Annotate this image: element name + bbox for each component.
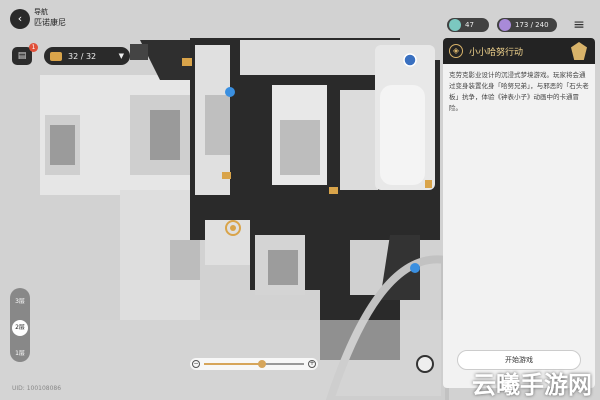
floor-selector: 3层 2层 1层 bbox=[10, 288, 30, 362]
stellar-jade-icon bbox=[449, 19, 461, 31]
quest-log-button[interactable]: ▤ bbox=[12, 47, 32, 65]
zoom-handle[interactable] bbox=[258, 360, 266, 368]
floor-3-button[interactable]: 3层 bbox=[15, 298, 25, 305]
start-game-button[interactable]: 开始游戏 bbox=[457, 350, 581, 370]
quest-description: 克劳克影业设计的沉浸式梦境游戏。玩家将会通过变身装置化身「哈努兄弟」，与邪恶的「… bbox=[449, 71, 589, 112]
resource-value: 173 / 240 bbox=[515, 21, 549, 29]
compass-icon[interactable] bbox=[416, 355, 434, 373]
zoom-out-icon[interactable]: − bbox=[192, 360, 200, 368]
user-id: UID: 100108086 bbox=[12, 385, 62, 392]
zoom-slider[interactable]: − + bbox=[190, 358, 318, 370]
chest-count: 32 / 32 bbox=[68, 51, 97, 61]
resource-trailblaze-power[interactable]: 173 / 240 bbox=[497, 18, 557, 32]
location-region: 导航 bbox=[34, 8, 48, 16]
quest-icon: ◈ bbox=[449, 44, 463, 58]
treasure-chest-icon bbox=[50, 51, 62, 61]
watermark: 云曦手游网 bbox=[472, 371, 592, 399]
zoom-fill bbox=[204, 363, 262, 365]
quest-panel: ◈ 小小哈努行动 克劳克影业设计的沉浸式梦境游戏。玩家将会通过变身装置化身「哈努… bbox=[443, 38, 595, 388]
zoom-in-icon[interactable]: + bbox=[308, 360, 316, 368]
resource-stellar-jade[interactable]: 47 bbox=[447, 18, 489, 32]
trailblaze-power-icon bbox=[499, 19, 511, 31]
resource-value: 47 bbox=[465, 21, 474, 29]
back-arrow-icon[interactable]: ‹ bbox=[10, 9, 30, 29]
quest-emblem-icon bbox=[571, 42, 587, 60]
notification-badge: 1 bbox=[29, 43, 38, 52]
location-header: ‹ 导航 匹诺康尼 bbox=[10, 5, 110, 35]
chevron-down-icon: ▼ bbox=[118, 52, 124, 60]
floor-1-button[interactable]: 1层 bbox=[15, 350, 25, 357]
chest-tracker[interactable]: 32 / 32 ▼ bbox=[44, 47, 130, 65]
floor-2-button[interactable]: 2层 bbox=[12, 320, 28, 336]
menu-icon[interactable]: ≡ bbox=[573, 17, 585, 33]
quest-panel-header: ◈ 小小哈努行动 bbox=[443, 38, 595, 64]
quest-title: 小小哈努行动 bbox=[469, 48, 524, 58]
location-name: 匹诺康尼 bbox=[34, 18, 66, 27]
